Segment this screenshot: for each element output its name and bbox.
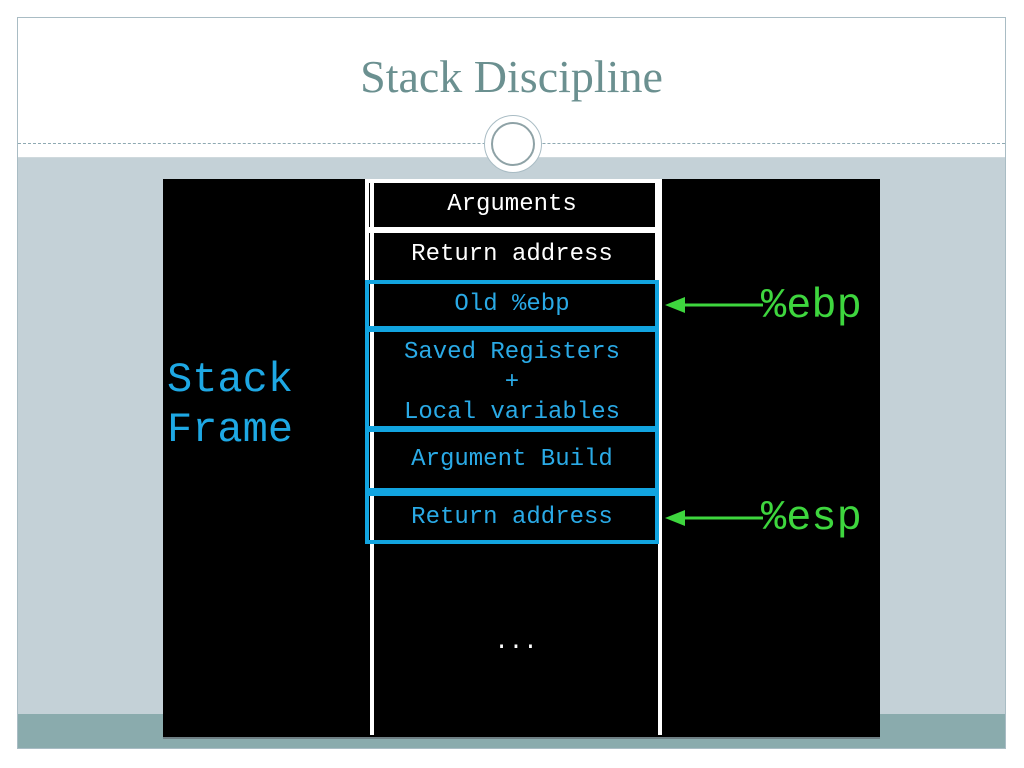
ebp-arrow-icon <box>665 297 763 313</box>
cell-return-address-bottom: Return address <box>365 492 659 544</box>
stack-continuation: ... <box>494 629 538 656</box>
stack-column <box>370 179 662 735</box>
cell-arguments-text: Arguments <box>447 191 577 218</box>
frame-label-line-2: Frame <box>167 406 294 454</box>
esp-arrow-icon <box>665 510 763 526</box>
cell-return-address-top-text: Return address <box>411 241 613 268</box>
cell-saved-registers: Saved Registers + Local variables <box>365 328 659 430</box>
cell-old-ebp-text: Old %ebp <box>454 291 570 318</box>
stack-frame-label: Stack Frame <box>167 355 293 455</box>
esp-pointer-label: %esp <box>761 494 862 542</box>
saved-registers-line-2: + <box>504 369 520 396</box>
cell-argument-build-text: Argument Build <box>411 446 613 473</box>
cell-argument-build: Argument Build <box>365 428 659 492</box>
frame-label-line-1: Stack <box>167 356 294 404</box>
pointer-arrows <box>665 297 763 526</box>
ebp-pointer-label: %ebp <box>761 282 862 330</box>
slide-title: Stack Discipline <box>360 51 663 102</box>
slide: Stack Discipline Stack Frame Arguments R… <box>17 17 1006 749</box>
saved-registers-line-1: Saved Registers <box>403 339 621 366</box>
circle-ornament-icon <box>484 115 542 173</box>
cell-return-address-bottom-text: Return address <box>411 504 613 531</box>
stack-frame-diagram: Stack Frame Arguments Return address Old… <box>163 179 880 739</box>
cell-return-address-top: Return address <box>365 229 659 281</box>
saved-registers-line-3: Local variables <box>403 399 621 426</box>
